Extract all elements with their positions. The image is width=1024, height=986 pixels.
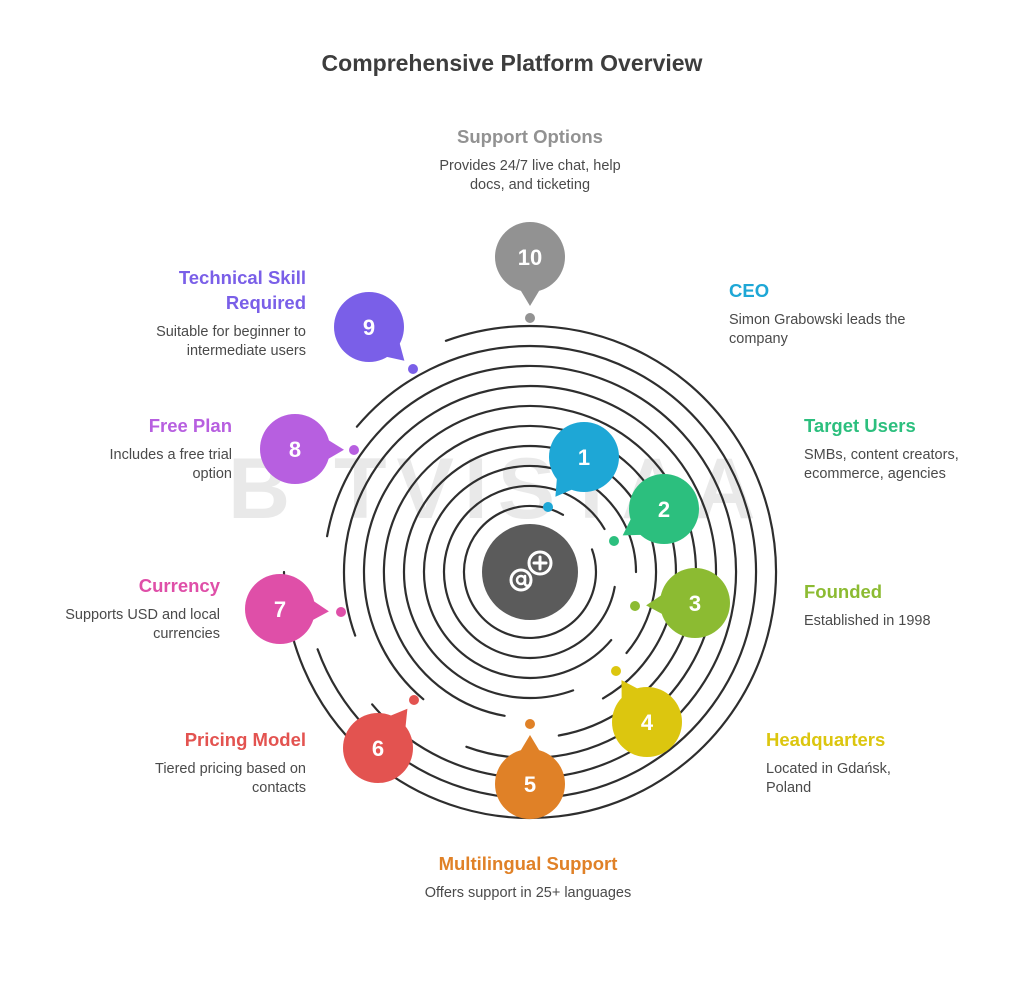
label-free-plan: Free Plan Includes a free trial option bbox=[80, 413, 232, 484]
heading-target-users: Target Users bbox=[804, 415, 916, 436]
bubble-number: 9 bbox=[363, 315, 375, 340]
desc-founded: Established in 1998 bbox=[804, 613, 931, 629]
number-bubble bbox=[549, 422, 619, 492]
ring-dot bbox=[525, 719, 535, 729]
label-support-options: Support Options Provides 24/7 live chat,… bbox=[420, 124, 640, 195]
number-bubble bbox=[660, 568, 730, 638]
desc-target-users: SMBs, content creators, ecommerce, agenc… bbox=[804, 447, 959, 482]
label-headquarters: Headquarters Located in Gdańsk, Poland bbox=[766, 727, 926, 798]
desc-headquarters: Located in Gdańsk, Poland bbox=[766, 761, 891, 796]
bubble-number: 4 bbox=[641, 710, 654, 735]
number-bubbles: 1 2 3 4 5 6 7 8 9 10 bbox=[245, 222, 730, 819]
bubble-number: 1 bbox=[578, 445, 590, 470]
heading-currency: Currency bbox=[138, 575, 220, 596]
ring-dots bbox=[336, 313, 640, 729]
number-bubble bbox=[260, 414, 330, 484]
bubble-number: 7 bbox=[274, 597, 286, 622]
ring-dot bbox=[630, 601, 640, 611]
label-multilingual-support: Multilingual Support Offers support in 2… bbox=[418, 851, 638, 903]
bubble-number: 2 bbox=[658, 497, 670, 522]
number-bubble bbox=[334, 292, 404, 362]
ring-dot bbox=[525, 313, 535, 323]
bubble-number: 6 bbox=[372, 736, 384, 761]
ring-arc bbox=[316, 344, 758, 800]
ring-dot bbox=[409, 695, 419, 705]
page-title: Comprehensive Platform Overview bbox=[321, 50, 703, 76]
at-plus-icon bbox=[509, 550, 553, 592]
number-bubble bbox=[629, 474, 699, 544]
desc-currency: Supports USD and local currencies bbox=[65, 607, 220, 642]
ring-arc bbox=[402, 444, 658, 700]
ring-dot bbox=[349, 445, 359, 455]
ring-arc bbox=[362, 404, 698, 737]
ring-dot bbox=[336, 607, 346, 617]
ring-dot bbox=[609, 536, 619, 546]
bubble-number: 10 bbox=[518, 245, 542, 270]
label-target-users: Target Users SMBs, content creators, eco… bbox=[804, 413, 989, 484]
heading-ceo: CEO bbox=[729, 280, 770, 301]
ring-arc bbox=[442, 484, 616, 660]
bubble-number: 8 bbox=[289, 437, 301, 462]
center-circle bbox=[482, 524, 578, 620]
heading-multilingual-support: Multilingual Support bbox=[438, 853, 618, 874]
label-technical-skill: Technical Skill Required Suitable for be… bbox=[120, 265, 306, 361]
desc-technical-skill: Suitable for beginner to intermediate us… bbox=[156, 324, 306, 359]
desc-ceo: Simon Grabowski leads the company bbox=[729, 312, 906, 347]
desc-free-plan: Includes a free trial option bbox=[109, 447, 232, 482]
desc-support-options: Provides 24/7 live chat, help docs, and … bbox=[439, 158, 621, 193]
ring-arc bbox=[422, 464, 638, 680]
label-currency: Currency Supports USD and local currenci… bbox=[40, 573, 220, 644]
heading-headquarters: Headquarters bbox=[766, 729, 886, 750]
heading-pricing-model: Pricing Model bbox=[184, 729, 306, 750]
ring-dot bbox=[543, 502, 553, 512]
heading-technical-skill: Technical Skill Required bbox=[178, 267, 306, 313]
label-ceo: CEO Simon Grabowski leads the company bbox=[729, 278, 919, 349]
number-bubble bbox=[612, 687, 682, 757]
number-bubble bbox=[495, 749, 565, 819]
ring-dot bbox=[408, 364, 418, 374]
number-bubble bbox=[245, 574, 315, 644]
label-pricing-model: Pricing Model Tiered pricing based on co… bbox=[126, 727, 306, 798]
number-bubble bbox=[495, 222, 565, 292]
desc-multilingual-support: Offers support in 25+ languages bbox=[424, 885, 632, 901]
bubble-number: 3 bbox=[689, 591, 701, 616]
ring-dot bbox=[611, 666, 621, 676]
label-founded: Founded Established in 1998 bbox=[804, 579, 989, 631]
heading-free-plan: Free Plan bbox=[148, 415, 232, 436]
desc-pricing-model: Tiered pricing based on contacts bbox=[155, 761, 306, 796]
bubble-number: 5 bbox=[524, 772, 536, 797]
heading-support-options: Support Options bbox=[457, 126, 603, 147]
heading-founded: Founded bbox=[804, 581, 883, 602]
ring-arc bbox=[462, 504, 598, 640]
number-bubble bbox=[343, 713, 413, 783]
center-hub bbox=[482, 524, 578, 620]
